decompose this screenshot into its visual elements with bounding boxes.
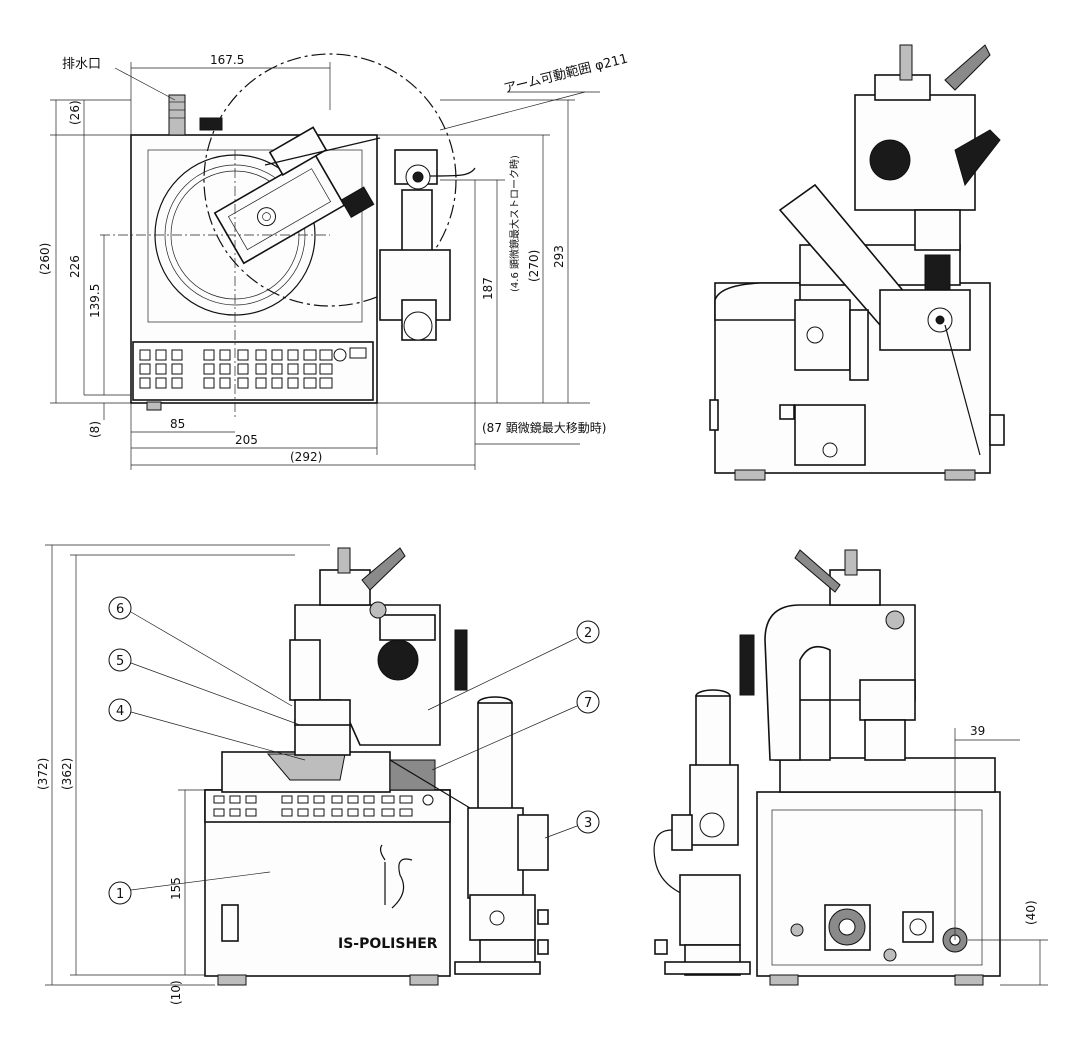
microscope-move-label: (87 顕微鏡最大移動時) (482, 420, 606, 435)
dim-260: (260) (38, 243, 52, 275)
dim-362: (362) (60, 758, 74, 790)
callout-5-label: 5 (116, 654, 124, 669)
drain-label: 排水口 (62, 57, 101, 72)
dim-10: (10) (169, 980, 183, 1005)
arm-range-label: アーム可動範囲 φ211 (502, 52, 629, 97)
callout-5: 5 (108, 648, 301, 726)
dim-226: 226 (68, 255, 82, 278)
dim-293: 293 (552, 245, 566, 268)
dim-187: 187 (481, 277, 495, 300)
dim-39: 39 (970, 724, 985, 738)
callout-3-label: 3 (584, 816, 592, 831)
callout-7-label: 7 (584, 696, 592, 711)
brand-text: IS-POLISHER (338, 936, 438, 952)
front-control-keys (213, 794, 434, 817)
power-switch (221, 904, 239, 942)
callout-1: 1 (108, 871, 271, 905)
callout-4: 4 (108, 698, 306, 761)
microscope-stroke-label: (4.6 顕微鏡最大ストローク時) (508, 155, 521, 292)
callout-3: 3 (544, 810, 600, 839)
upper-right-side-view (709, 44, 1005, 481)
dim-167-5: 167.5 (210, 53, 244, 67)
dim-139-5: 139.5 (88, 284, 102, 318)
control-keys (139, 347, 367, 389)
rear-view: 39 (40) (653, 549, 1048, 986)
drain-outlet (168, 94, 186, 136)
dim-85: 85 (170, 417, 185, 431)
dim-292: (292) (290, 450, 322, 464)
dim-372: (372) (36, 758, 50, 790)
dim-205: 205 (235, 433, 258, 447)
top-view-platen-cover (147, 149, 363, 323)
callout-4-label: 4 (116, 704, 124, 719)
callout-7: 7 (431, 690, 600, 771)
callout-6-label: 6 (116, 602, 124, 617)
top-view: 167.5 (260) (26) 226 139.5 (8) 85 205 (2… (38, 52, 630, 470)
microscope-tower (467, 807, 524, 899)
front-view: IS-POLISHER 1 (36, 544, 600, 1005)
dim-270: (270) (527, 250, 541, 282)
polishing-head (213, 126, 375, 265)
dim-40: (40) (1024, 900, 1038, 925)
callout-2: 2 (427, 620, 600, 711)
callout-6: 6 (108, 596, 293, 707)
callout-1-label: 1 (116, 887, 124, 902)
callout-2-label: 2 (584, 626, 592, 641)
dim-8: (8) (88, 421, 102, 438)
dim-26: (26) (68, 100, 82, 125)
dim-155: 155 (169, 877, 183, 900)
